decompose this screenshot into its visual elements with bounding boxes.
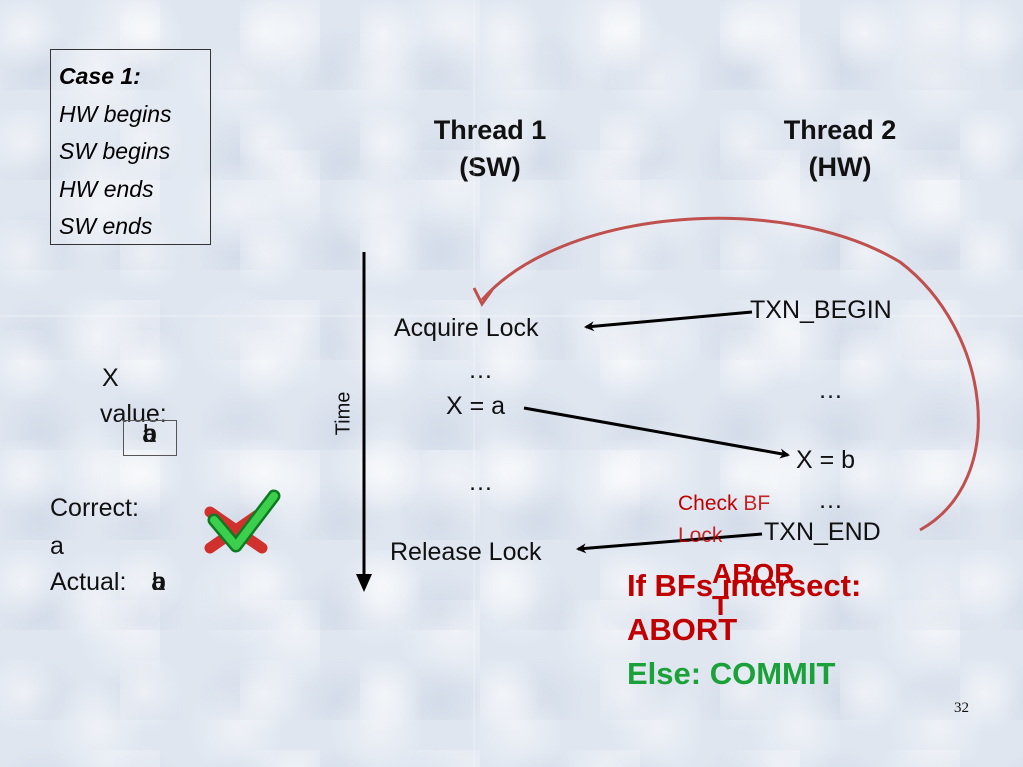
thread-2-type: (HW) bbox=[808, 152, 872, 182]
x-value-b: b bbox=[143, 420, 157, 448]
thread2-write-x: X = b bbox=[796, 446, 856, 474]
else-commit-line: Else: COMMIT bbox=[627, 656, 836, 691]
page-number: 32 bbox=[954, 700, 969, 716]
actual-value-a: a bbox=[151, 568, 165, 596]
x-value-box bbox=[123, 420, 177, 456]
check-lock-word: Lock bbox=[678, 524, 723, 547]
abort-curve-arrow bbox=[480, 216, 980, 532]
txn-end-label: TXN_END bbox=[764, 518, 881, 546]
release-lock-label: Release Lock bbox=[390, 538, 542, 566]
x-value-label-line1: X bbox=[102, 364, 119, 392]
thread-2-header: Thread 2 (HW) bbox=[760, 112, 920, 186]
thread2-ellipsis-1: … bbox=[818, 376, 843, 404]
time-axis-arrowhead bbox=[356, 574, 372, 592]
abort-overlay-2: T bbox=[712, 590, 730, 621]
abort-curve-arrowhead bbox=[472, 287, 494, 307]
case-title: Case 1: bbox=[59, 63, 141, 89]
check-word: Check bbox=[678, 492, 738, 515]
thread1-ellipsis-1: … bbox=[468, 356, 493, 384]
abort-line: ABORT bbox=[627, 612, 738, 647]
time-label: Time bbox=[332, 391, 355, 436]
case-box: Case 1: HW begins SW begins HW ends SW e… bbox=[50, 49, 211, 245]
bf-word: BF bbox=[743, 492, 771, 515]
case-line-1: HW begins bbox=[59, 100, 172, 127]
thread2-ellipsis-2: … bbox=[818, 486, 843, 514]
correct-label: Correct: bbox=[50, 494, 139, 522]
thread1-ellipsis-2: … bbox=[468, 468, 493, 496]
check-bf-label: Check BF bbox=[678, 492, 770, 516]
txn-begin-label: TXN_BEGIN bbox=[750, 296, 892, 324]
abort-overlay-1: ABOR bbox=[712, 558, 795, 589]
actual-value-b: b bbox=[152, 568, 166, 596]
case-line-2: SW begins bbox=[59, 138, 171, 164]
thread-1-type: (SW) bbox=[459, 152, 521, 182]
x-value-label-line2: value: bbox=[100, 400, 167, 428]
x-value-a: a bbox=[142, 420, 156, 448]
case-line-3: HW ends bbox=[59, 175, 154, 202]
arrow-begin-to-acquire bbox=[584, 310, 753, 332]
thread-1-header: Thread 1 (SW) bbox=[410, 112, 570, 186]
arrow-xa-to-xb bbox=[523, 406, 790, 459]
acquire-lock-label: Acquire Lock bbox=[394, 314, 539, 342]
actual-label: Actual: bbox=[50, 568, 127, 596]
thread1-write-x: X = a bbox=[446, 392, 506, 420]
arrow-end-to-release bbox=[576, 532, 763, 554]
if-bfs-intersect: If BFs intersect: bbox=[627, 568, 862, 603]
green-check-icon bbox=[207, 489, 281, 553]
thread-2-name: Thread 2 bbox=[783, 115, 897, 145]
case-line-4: SW ends bbox=[59, 213, 153, 239]
thread-1-name: Thread 1 bbox=[433, 115, 547, 145]
correct-value: a bbox=[50, 532, 64, 560]
